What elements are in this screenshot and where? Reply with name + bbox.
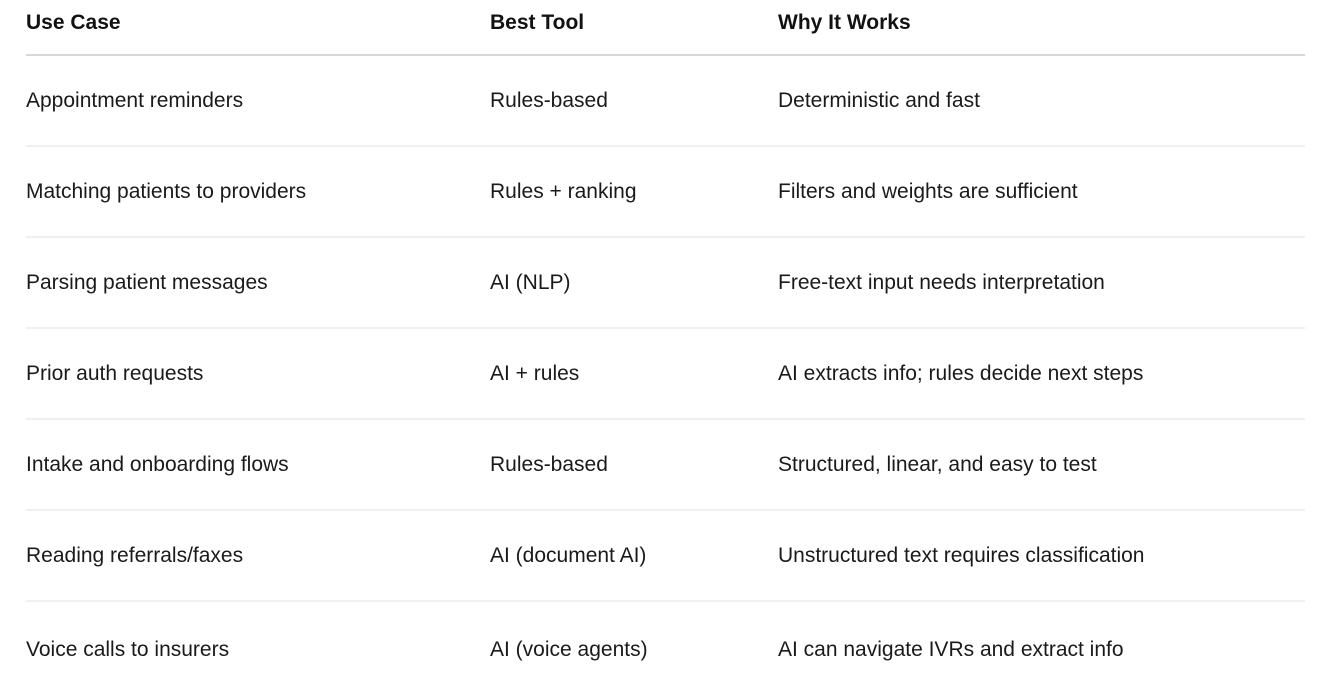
table-row: Reading referrals/faxes AI (document AI)… [26,511,1305,602]
cell-best-tool: AI (NLP) [490,270,571,294]
column-header-why-it-works: Why It Works [778,11,911,34]
table-row: Intake and onboarding flows Rules-based … [26,420,1305,511]
table-row: Matching patients to providers Rules + r… [26,147,1305,238]
cell-why-it-works: AI can navigate IVRs and extract info [778,637,1124,661]
cell-best-tool: AI (voice agents) [490,637,648,661]
column-header-use-case: Use Case [26,11,121,34]
cell-best-tool: Rules + ranking [490,179,637,203]
table-header-row: Use Case Best Tool Why It Works [26,0,1305,56]
table-row: Parsing patient messages AI (NLP) Free-t… [26,238,1305,329]
cell-best-tool: Rules-based [490,452,608,476]
cell-why-it-works: Unstructured text requires classificatio… [778,543,1145,567]
cell-use-case: Intake and onboarding flows [26,452,289,476]
cell-use-case: Matching patients to providers [26,179,307,203]
cell-best-tool: AI + rules [490,361,580,385]
table-row: Appointment reminders Rules-based Determ… [26,56,1305,147]
cell-use-case: Reading referrals/faxes [26,543,244,567]
cell-best-tool: AI (document AI) [490,543,647,567]
column-header-best-tool: Best Tool [490,11,585,34]
table-row: Voice calls to insurers AI (voice agents… [26,602,1305,692]
cell-use-case: Parsing patient messages [26,270,268,294]
cell-why-it-works: AI extracts info; rules decide next step… [778,361,1144,385]
cell-why-it-works: Deterministic and fast [778,88,980,112]
cell-why-it-works: Filters and weights are sufficient [778,179,1078,203]
cell-use-case: Voice calls to insurers [26,637,230,661]
cell-why-it-works: Free-text input needs interpretation [778,270,1105,294]
comparison-table: Use Case Best Tool Why It Works Appointm… [26,0,1305,692]
cell-best-tool: Rules-based [490,88,608,112]
cell-why-it-works: Structured, linear, and easy to test [778,452,1097,476]
table-row: Prior auth requests AI + rules AI extrac… [26,329,1305,420]
cell-use-case: Appointment reminders [26,88,244,112]
cell-use-case: Prior auth requests [26,361,204,385]
